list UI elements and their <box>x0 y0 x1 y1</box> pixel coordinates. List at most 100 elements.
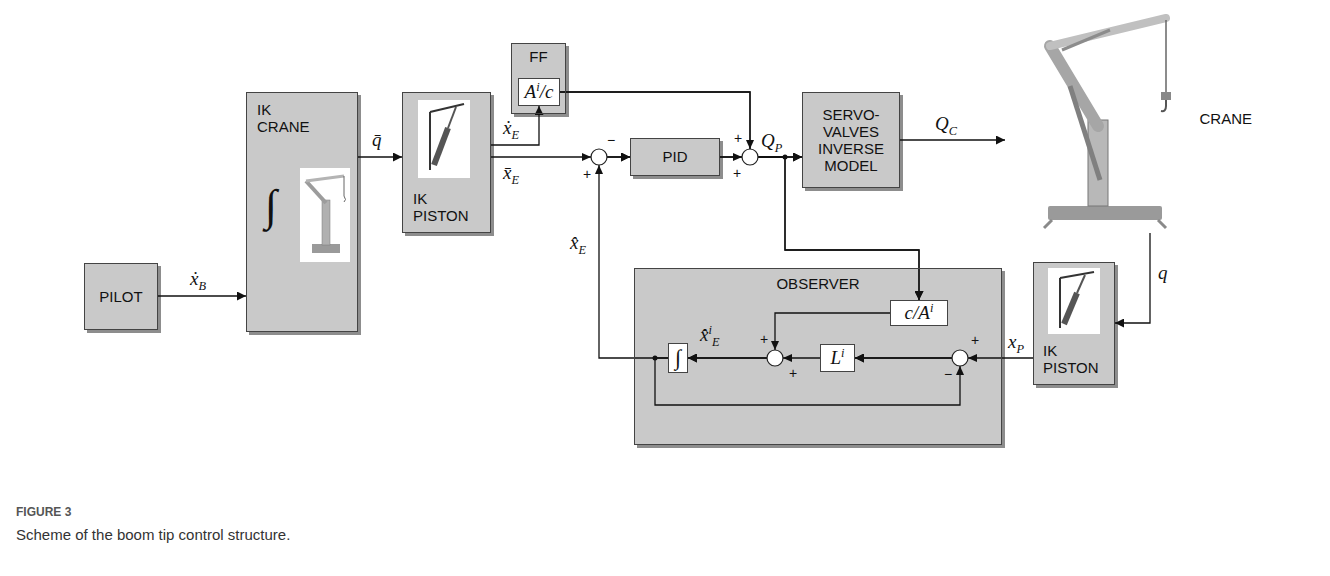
arrow-head <box>968 354 977 362</box>
signal-name: ẋB <box>190 268 206 291</box>
signal-arrow <box>491 106 539 145</box>
subscript: E <box>578 243 586 257</box>
gain-box: Ai/c <box>518 78 560 106</box>
arrow-head <box>783 354 792 362</box>
summing-junction <box>591 149 607 165</box>
box-fill <box>511 43 566 114</box>
box-label: FF <box>529 48 547 65</box>
servo-valve-box: SERVO-VALVES INVERSE MODEL <box>802 92 900 188</box>
arrow-head <box>956 366 964 375</box>
box-label: ∫ <box>675 347 681 369</box>
pilot-box: PILOT <box>84 263 158 330</box>
mini-crane-picture <box>300 168 350 262</box>
sign-mark: − <box>944 366 952 382</box>
observer-box: OBSERVER c/AiLi ∫ <box>634 268 1002 445</box>
box-fill <box>890 300 948 326</box>
ik-piston-box: IK PISTON <box>402 92 491 233</box>
ik-crane-box: IK CRANE ∫ <box>246 92 358 332</box>
box-label: Li <box>830 347 844 370</box>
signal-arrow <box>900 139 1005 140</box>
summing-junction <box>742 149 758 165</box>
box-label: PID <box>662 148 687 165</box>
box-label: IK PISTON <box>1043 342 1105 377</box>
box-fill <box>634 268 1002 445</box>
box-fill <box>518 78 560 106</box>
crane-plant: CRANE <box>1005 5 1270 233</box>
subscript: E <box>712 335 720 349</box>
subscript: B <box>198 279 206 293</box>
box-label: Ai/c <box>525 81 554 104</box>
box-label: PILOT <box>99 288 142 305</box>
signal-arrow <box>358 156 402 157</box>
subscript: P <box>775 141 783 155</box>
subscript: E <box>511 128 519 142</box>
piston-icon <box>418 100 470 178</box>
sign-mark: + <box>789 365 797 381</box>
crane-picture <box>1044 18 1171 228</box>
branch-dot <box>783 155 788 160</box>
box-fill <box>820 344 855 372</box>
arrow-head <box>595 165 603 174</box>
box-label: SERVO-VALVES INVERSE MODEL <box>810 106 892 175</box>
subscript: C <box>949 124 957 138</box>
signal-name: x̄E <box>503 162 519 185</box>
box-symbol: ∫ <box>265 184 277 228</box>
box-fill <box>84 263 158 330</box>
box-label: c/Ai <box>905 302 934 325</box>
piston-icon <box>1048 268 1100 334</box>
signal-name: q̄ <box>372 129 382 152</box>
integrator-box: ∫ <box>668 343 688 373</box>
summing-junction <box>952 350 968 366</box>
signal-arrow <box>688 357 820 358</box>
branch-dot <box>653 356 658 361</box>
box-fill <box>630 138 720 176</box>
signal-arrow <box>655 358 960 405</box>
signal-arrow <box>688 313 890 358</box>
box-fill <box>402 92 491 233</box>
pid-box: PID <box>630 138 720 176</box>
box-label: IK PISTON <box>413 190 475 225</box>
summing-junction <box>767 350 783 366</box>
box-label: OBSERVER <box>776 275 859 292</box>
superscript: i <box>708 323 711 337</box>
box-label: IK CRANE <box>257 101 317 136</box>
signal-name: ẋE <box>503 117 519 140</box>
signal-arrow <box>1115 233 1150 323</box>
subscript: E <box>511 173 519 187</box>
arrow-head <box>746 140 754 149</box>
signal-name: q <box>1158 262 1168 285</box>
sign-mark: − <box>607 132 615 148</box>
sign-mark: + <box>760 331 768 347</box>
signal-name: x̂̇iE <box>700 324 719 347</box>
arrow-head <box>582 153 591 161</box>
box-fill <box>802 92 900 188</box>
figure-caption: Scheme of the boom tip control structure… <box>16 526 290 543</box>
sign-mark: + <box>583 166 591 182</box>
signal-arrow <box>560 92 802 157</box>
signal-name: x̂E <box>570 232 586 255</box>
arrow-head <box>733 153 742 161</box>
gain-box: c/Ai <box>890 300 948 326</box>
figure-number: FIGURE 3 <box>16 506 71 520</box>
sign-mark: + <box>971 332 979 348</box>
subscript: P <box>1016 342 1024 356</box>
signal-name: QP <box>761 130 782 153</box>
signal-arrow <box>720 157 919 300</box>
arrow-head <box>771 341 779 350</box>
sign-mark: + <box>734 130 742 146</box>
ik-piston-box: IK PISTON <box>1033 262 1115 385</box>
signal-name: QC <box>935 113 957 136</box>
box-fill <box>246 92 358 332</box>
box-label: CRANE <box>1199 110 1252 127</box>
superscript: i <box>841 345 844 359</box>
feedforward-box: FF Ai/c <box>511 43 566 114</box>
signal-name: xP <box>1008 331 1024 354</box>
gain-box: Li <box>820 344 855 372</box>
signal-arrow <box>158 295 246 296</box>
box-fill <box>1033 262 1115 385</box>
box-fill <box>668 343 688 373</box>
superscript: i <box>930 300 933 314</box>
superscript: i <box>536 79 539 93</box>
sign-mark: + <box>733 165 741 181</box>
